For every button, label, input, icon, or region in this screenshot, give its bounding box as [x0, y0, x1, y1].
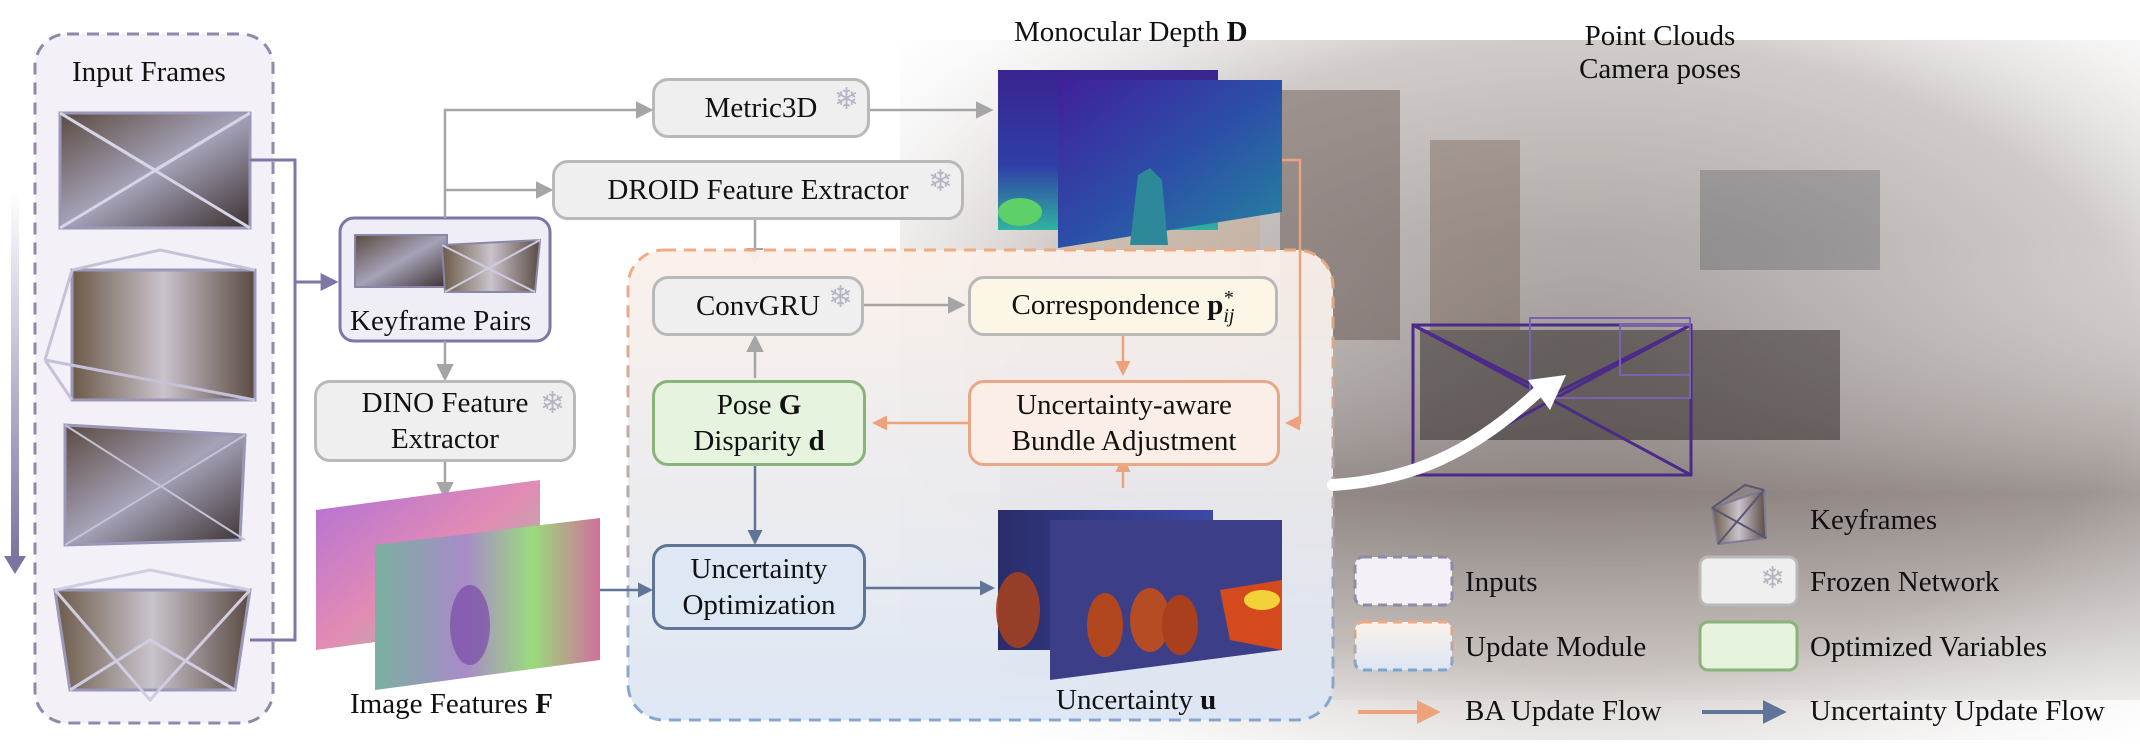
dino-line2: Extractor	[391, 423, 499, 455]
uncertainty-label: Uncertainty u	[1056, 684, 1217, 716]
legend-optimized-swatch	[1698, 620, 1799, 672]
frozen-snowflake-icon: ❄	[539, 386, 565, 421]
convgru-box: ConvGRU ❄	[652, 276, 864, 336]
dino-line1: DINO Feature	[361, 386, 529, 419]
time-arrow	[11, 190, 19, 560]
frozen-snowflake-icon: ❄	[927, 164, 953, 199]
uncertainty-maps	[996, 510, 1282, 680]
legend-optimized-label: Optimized Variables	[1810, 631, 2048, 663]
legend-update-swatch	[1353, 620, 1454, 672]
legend-ba-label: BA Update Flow	[1465, 695, 1662, 727]
legend-frozen-swatch	[1698, 555, 1799, 607]
frozen-snowflake-icon: ❄	[833, 82, 859, 117]
input-frame-1	[58, 111, 252, 230]
input-frames-title: Input Frames	[72, 56, 226, 88]
legend-update-label: Update Module	[1465, 631, 1647, 663]
legend-keyframe-icon	[1710, 483, 1768, 546]
monocular-depth-maps	[998, 70, 1282, 248]
frozen-snowflake-icon: ❄	[827, 280, 853, 315]
camera-pose-frustums	[1327, 317, 1693, 491]
legend-inputs-swatch	[1353, 555, 1454, 607]
metric3d-box: Metric3D ❄	[652, 78, 870, 138]
legend-keyframes-label: Keyframes	[1810, 504, 1938, 536]
input-frame-4	[53, 568, 252, 703]
legend-uncert-label: Uncertainty Update Flow	[1810, 695, 2105, 727]
correspondence-box: Correspondence p*ij	[968, 276, 1278, 336]
output-title: Point Clouds Camera poses	[1579, 20, 1741, 86]
droid-feature-extractor: DROID Feature Extractor ❄	[552, 160, 964, 220]
image-features-label: Image Features F	[350, 688, 553, 720]
legend-frozen-label: Frozen Network	[1810, 566, 2000, 598]
legend-snowflake-icon: ❄	[1760, 561, 1786, 596]
keyframe-pairs-label: Keyframe Pairs	[350, 305, 532, 337]
monocular-depth-label: Monocular Depth D	[1014, 16, 1248, 48]
legend-inputs-label: Inputs	[1465, 566, 1538, 598]
image-feature-maps	[316, 480, 600, 690]
input-frame-2	[43, 248, 257, 402]
input-frame-3	[63, 423, 247, 547]
